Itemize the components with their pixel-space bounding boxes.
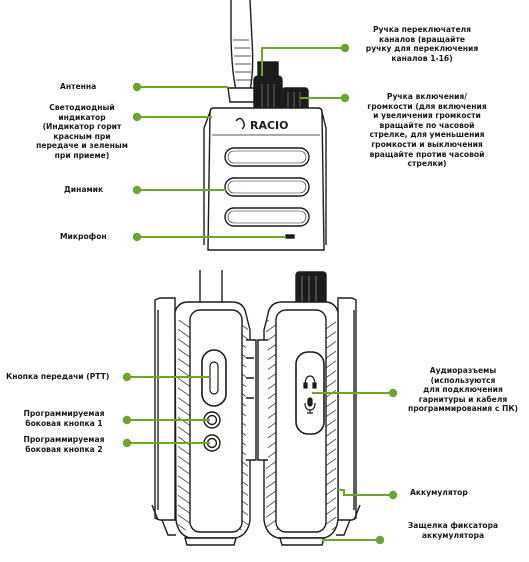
label-line: каналов (вращайте xyxy=(378,34,466,44)
label-line: Светодиодный xyxy=(49,103,115,112)
antenna xyxy=(227,0,259,103)
label-line: боковая кнопка 2 xyxy=(25,444,103,454)
headphone-icon xyxy=(303,375,317,389)
label-line: громкости и выключения xyxy=(371,139,483,149)
label-line: стрелке, для уменьшения xyxy=(369,130,485,140)
label-side-button-2: Программируемая боковая кнопка 2 xyxy=(8,435,120,454)
label-line: красным при xyxy=(53,131,111,141)
microphone-icon xyxy=(304,397,316,414)
label-line: для подключения xyxy=(423,385,503,395)
label-line: стрелки) xyxy=(407,159,447,169)
label-speaker: Динамик xyxy=(64,185,104,194)
label-line: Аудиоразъемы xyxy=(429,366,497,375)
label-battery: Аккумулятор xyxy=(410,488,468,497)
label-line: Ручка переключателя xyxy=(372,25,472,34)
label-audio-jacks: Аудиоразъемы (используются для подключен… xyxy=(398,366,528,414)
label-line: индикатор xyxy=(58,112,106,122)
label-line: (используются xyxy=(430,375,496,385)
power-volume-knob xyxy=(281,87,309,113)
label-line: боковая кнопка 1 xyxy=(25,418,103,428)
microphone-hole xyxy=(285,234,295,239)
label-led-indicator: Светодиодный индикатор (Индикатор горит … xyxy=(22,103,142,161)
label-ptt: Кнопка передачи (PTT) xyxy=(6,372,110,381)
label-line: и увеличения громкости xyxy=(373,111,481,121)
front-radio: RACIO xyxy=(203,0,327,251)
label-line: ручку для переключения xyxy=(365,44,479,54)
label-line: гарнитуры и кабеля xyxy=(418,394,508,404)
speaker-grille xyxy=(224,147,310,227)
right-side-radio xyxy=(257,271,361,546)
label-line: вращайте против часовой xyxy=(369,149,485,159)
label-microphone: Микрофон xyxy=(60,232,107,241)
label-channel-knob: Ручка переключателя каналов (вращайте ру… xyxy=(352,25,492,63)
label-line: при приеме) xyxy=(54,150,110,160)
left-side-radio xyxy=(151,270,257,546)
label-line: программирования с ПК) xyxy=(407,404,518,414)
label-line: вращайте по часовой xyxy=(379,120,475,130)
label-line: Программируемая xyxy=(23,435,105,444)
label-line: передаче и зеленым xyxy=(36,141,128,151)
label-side-button-1: Программируемая боковая кнопка 1 xyxy=(8,409,120,428)
callout-lines xyxy=(122,43,398,545)
label-antenna: Антенна xyxy=(60,82,97,91)
channel-knob xyxy=(253,61,283,113)
label-line: (Индикатор горит xyxy=(42,122,122,132)
label-line: аккумулятора xyxy=(421,530,485,540)
label-line: Программируемая xyxy=(23,409,105,418)
label-battery-latch: Защелка фиксатора аккумулятора xyxy=(388,521,518,540)
brand-logo: RACIO xyxy=(250,119,289,132)
label-line: Защелка фиксатора xyxy=(407,521,499,530)
label-line: Ручка включения/ xyxy=(386,92,468,101)
label-power-knob: Ручка включения/ громкости (для включени… xyxy=(357,92,497,169)
label-line: громкости (для включения xyxy=(367,101,487,111)
label-line: каналов 1-16) xyxy=(391,53,453,63)
